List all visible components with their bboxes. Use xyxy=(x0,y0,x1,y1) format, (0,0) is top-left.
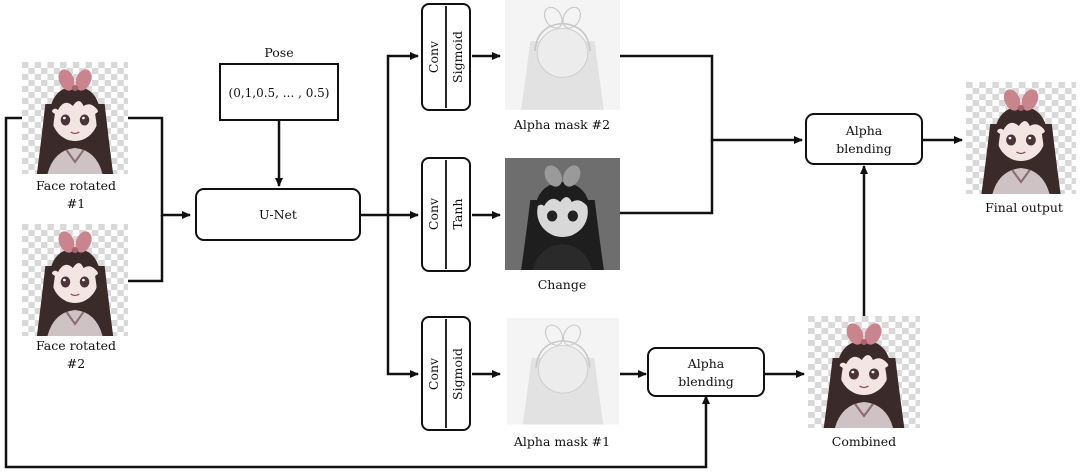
pose-box xyxy=(219,63,339,121)
final-output-image: Final output xyxy=(964,80,1078,215)
alpha-mask-2-image: Alpha mask #2 xyxy=(504,0,621,132)
pose-label: Pose xyxy=(264,45,293,60)
branch-3-conv-label: Conv xyxy=(426,357,441,390)
pose-value: (0,1,0.5, ... , 0.5) xyxy=(229,86,330,100)
connection-wires xyxy=(4,52,963,469)
combined-image: Combined xyxy=(806,314,922,449)
branch-alpha-mask-1: Conv Sigmoid xyxy=(421,316,471,431)
pose-input: Pose (0,1,0.5, ... , 0.5) xyxy=(219,45,339,121)
alpha-mask-1-caption: Alpha mask #1 xyxy=(513,434,610,449)
branch-2-conv-label: Conv xyxy=(426,197,441,230)
branch-1-activation-label: Sigmoid xyxy=(450,31,465,83)
change-caption: Change xyxy=(538,277,587,292)
alpha-mask-1-image: Alpha mask #1 xyxy=(506,317,620,449)
branch-2-activation-label: Tanh xyxy=(450,199,465,230)
alpha-blending-top-line1: Alpha xyxy=(845,123,883,138)
alpha-blending-lower: Alpha blending xyxy=(647,347,765,397)
combined-caption: Combined xyxy=(832,434,896,449)
input-face-2-caption-line1: Face rotated xyxy=(36,338,116,353)
branch-change: Conv Tanh xyxy=(421,157,471,272)
alpha-blending-lower-line1: Alpha xyxy=(687,356,725,371)
final-output-caption: Final output xyxy=(985,200,1063,215)
branch-alpha-mask-2: Conv Sigmoid xyxy=(421,3,471,111)
change-image: Change xyxy=(505,158,620,292)
unet-block: U-Net xyxy=(195,188,361,241)
alpha-blending-lower-line2: blending xyxy=(678,374,734,389)
alpha-blending-top-line2: blending xyxy=(836,141,892,156)
branch-1-conv-label: Conv xyxy=(426,40,441,73)
alpha-mask-2-caption: Alpha mask #2 xyxy=(513,117,610,132)
alpha-blending-top: Alpha blending xyxy=(805,113,923,165)
input-face-1-caption-line2: #1 xyxy=(67,196,85,211)
input-face-2: Face rotated #2 xyxy=(20,222,130,371)
unet-label: U-Net xyxy=(259,207,297,222)
input-face-1: Face rotated #1 xyxy=(20,60,130,211)
input-face-1-caption-line1: Face rotated xyxy=(36,178,116,193)
branch-3-activation-label: Sigmoid xyxy=(450,348,465,400)
input-face-2-caption-line2: #2 xyxy=(67,356,85,371)
